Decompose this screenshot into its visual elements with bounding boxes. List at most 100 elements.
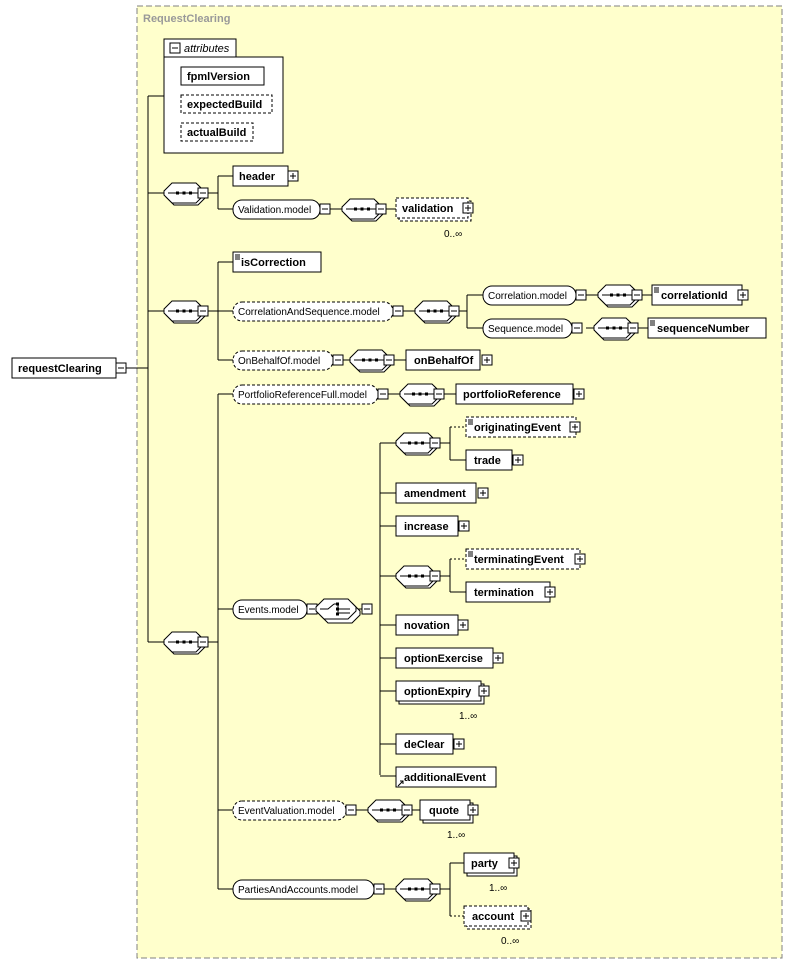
group-correlation-and-sequence-model-label: CorrelationAndSequence.model: [238, 307, 380, 318]
group-collapse-icon[interactable]: [332, 354, 344, 366]
expand-icon[interactable]: [457, 619, 469, 631]
reference-arrow-icon: [397, 780, 404, 787]
text-content-icon: [235, 254, 240, 260]
expand-icon[interactable]: [573, 388, 585, 400]
expand-icon[interactable]: [492, 652, 504, 664]
sequence-collapse-icon[interactable]: [627, 322, 639, 334]
sequence-collapse-icon[interactable]: [383, 354, 395, 366]
element-account-label: account: [472, 911, 515, 923]
expand-icon[interactable]: [462, 202, 474, 214]
element-originatingevent-label: originatingEvent: [474, 422, 561, 434]
element-account[interactable]: [463, 905, 529, 927]
expand-icon[interactable]: [467, 804, 479, 816]
element-optionexercise-label: optionExercise: [404, 653, 483, 665]
sequence-collapse-icon[interactable]: [375, 203, 387, 215]
element-sequencenumber-label: sequenceNumber: [657, 323, 750, 335]
optional-connector-lines: [450, 426, 466, 917]
expand-icon[interactable]: [737, 289, 749, 301]
group-collapse-icon[interactable]: [571, 322, 583, 334]
expand-icon[interactable]: [287, 170, 299, 182]
sequence-collapse-icon[interactable]: [197, 305, 209, 317]
sequence-collapse-icon[interactable]: [448, 305, 460, 317]
attribute-actualbuild[interactable]: [180, 122, 254, 142]
element-party-label: party: [471, 858, 499, 870]
element-increase[interactable]: [395, 515, 459, 537]
group-eventvaluation-model[interactable]: [232, 800, 347, 821]
expand-icon[interactable]: [458, 520, 470, 532]
element-onbehalfof[interactable]: [405, 349, 481, 371]
group-onbehalfof-model-label: OnBehalfOf.model: [238, 356, 320, 367]
element-header-label: header: [239, 171, 276, 183]
element-additionalevent[interactable]: [395, 766, 497, 788]
element-amendment[interactable]: [395, 482, 477, 504]
sequence-collapse-icon[interactable]: [429, 437, 441, 449]
group-events-model-label: Events.model: [238, 605, 299, 616]
root-collapse-icon[interactable]: [115, 362, 127, 374]
complex-type-box: [136, 5, 783, 959]
sequence-collapse-icon[interactable]: [197, 636, 209, 648]
attribute-expectedbuild[interactable]: [180, 94, 273, 114]
element-portfolioreference[interactable]: [455, 383, 574, 405]
element-declear-label: deClear: [404, 739, 445, 751]
element-terminatingevent[interactable]: [465, 548, 581, 570]
element-amendment-label: amendment: [404, 488, 466, 500]
expand-icon[interactable]: [574, 553, 586, 565]
element-terminatingevent-label: terminatingEvent: [474, 554, 564, 566]
group-collapse-icon[interactable]: [345, 804, 357, 816]
element-termination-label: termination: [474, 587, 534, 599]
text-content-icon: [650, 320, 655, 326]
sequence-collapse-icon[interactable]: [631, 289, 643, 301]
element-optionexpiry-label: optionExpiry: [404, 686, 472, 698]
expand-icon[interactable]: [478, 685, 490, 697]
choice-collapse-icon[interactable]: [361, 603, 373, 615]
element-portfolioreference-label: portfolioReference: [463, 389, 561, 401]
account-cardinality: 0..∞: [501, 936, 519, 947]
group-eventvaluation-model-label: EventValuation.model: [238, 806, 335, 817]
group-collapse-icon[interactable]: [319, 203, 331, 215]
group-collapse-icon[interactable]: [373, 883, 385, 895]
attributes-collapse-icon[interactable]: [169, 42, 181, 54]
element-iscorrection[interactable]: [232, 251, 322, 273]
element-increase-label: increase: [404, 521, 449, 533]
expand-icon[interactable]: [512, 454, 524, 466]
expand-icon[interactable]: [544, 586, 556, 598]
expand-icon[interactable]: [520, 910, 532, 922]
expand-icon[interactable]: [453, 738, 465, 750]
optionexpiry-cardinality: 1..∞: [459, 711, 477, 722]
sequence-collapse-icon[interactable]: [429, 570, 441, 582]
group-partiesandaccounts-model-label: PartiesAndAccounts.model: [238, 885, 358, 896]
element-trade-label: trade: [474, 455, 501, 467]
element-validation-label: validation: [402, 203, 454, 215]
expand-icon[interactable]: [477, 487, 489, 499]
element-quote-label: quote: [429, 805, 459, 817]
expand-icon[interactable]: [569, 421, 581, 433]
sequence-collapse-icon[interactable]: [401, 804, 413, 816]
element-trade[interactable]: [465, 449, 513, 471]
element-correlationid-label: correlationId: [661, 290, 728, 302]
validation-cardinality: 0..∞: [444, 229, 462, 240]
attributes-tab: [163, 38, 237, 58]
element-onbehalfof-label: onBehalfOf: [414, 355, 474, 367]
group-collapse-icon[interactable]: [392, 305, 404, 317]
text-content-icon: [654, 287, 659, 293]
expand-icon[interactable]: [481, 354, 493, 366]
group-correlation-model-label: Correlation.model: [488, 291, 567, 302]
attribute-fpmlversion[interactable]: [180, 66, 265, 86]
sequence-collapse-icon[interactable]: [429, 883, 441, 895]
group-collapse-icon[interactable]: [377, 388, 389, 400]
element-additionalevent-label: additionalEvent: [404, 772, 486, 784]
root-element-label: requestClearing: [18, 363, 102, 375]
element-sequencenumber[interactable]: [647, 317, 767, 339]
choice-icon[interactable]: [315, 598, 361, 624]
group-sequence-model-label: Sequence.model: [488, 324, 563, 335]
quote-cardinality: 1..∞: [447, 830, 465, 841]
element-declear[interactable]: [395, 733, 454, 755]
text-content-icon: [468, 551, 473, 557]
group-validation-model-label: Validation.model: [238, 205, 311, 216]
sequence-collapse-icon[interactable]: [433, 388, 445, 400]
sequence-collapse-icon[interactable]: [197, 187, 209, 199]
attribute-fpmlversion-label: fpmlVersion: [187, 71, 250, 83]
expand-icon[interactable]: [508, 857, 520, 869]
group-collapse-icon[interactable]: [575, 289, 587, 301]
